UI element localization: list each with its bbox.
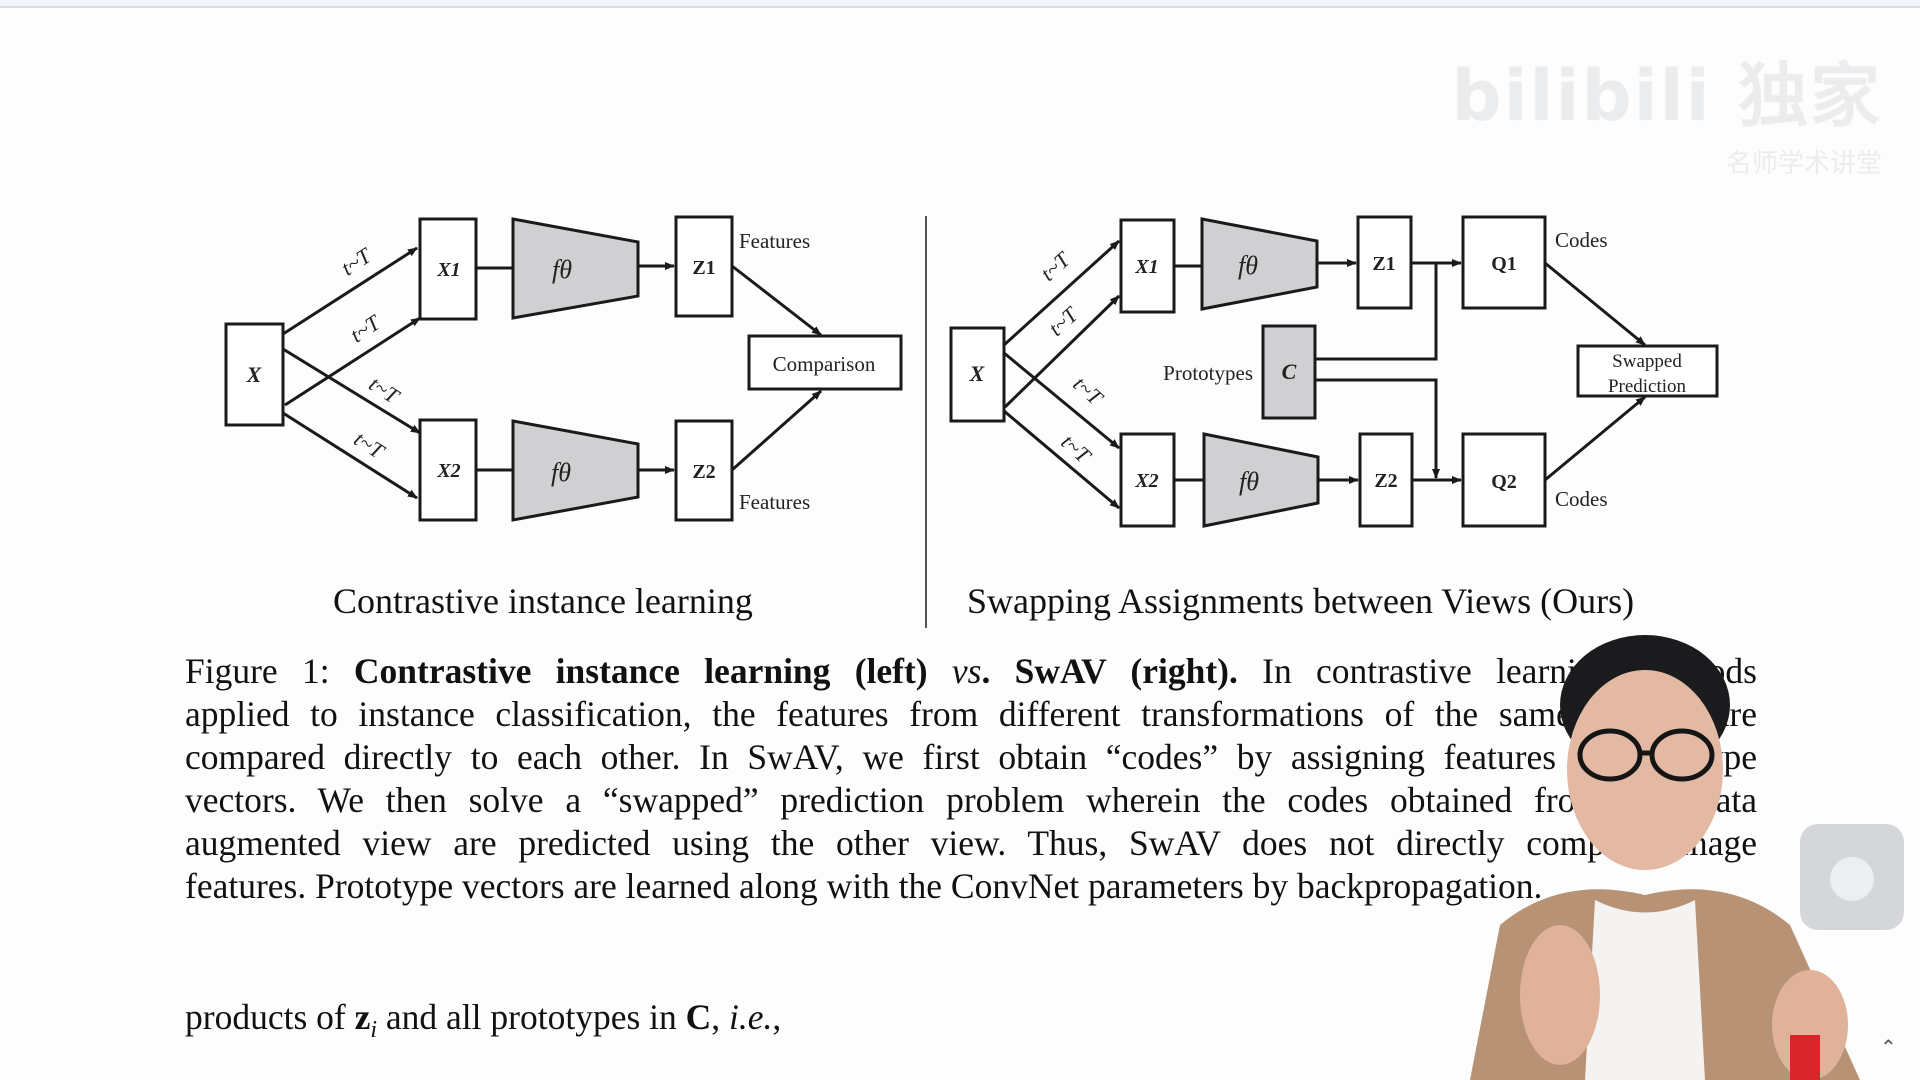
presenter-face — [1567, 670, 1723, 870]
watermark-logo: bilibili 独家 — [1451, 55, 1882, 137]
figure-caption: Figure 1: Contrastive instance learning … — [185, 650, 1757, 908]
right-codes-label-top: Codes — [1555, 228, 1608, 252]
left-input-label: X — [246, 362, 263, 387]
left-comparison-label: Comparison — [773, 352, 876, 376]
left-input-box — [224, 322, 285, 427]
left-encoder2-label: fθ — [551, 458, 571, 487]
right-z1-box — [1356, 215, 1413, 310]
right-arrow-x-to-x1-b — [1003, 294, 1121, 409]
assistive-touch-icon — [1830, 857, 1874, 901]
caption-line-4: vectors. We then solve a “swapped” predi… — [185, 780, 1757, 820]
right-view1-box — [1119, 218, 1176, 314]
left-view2-label: X2 — [436, 460, 460, 482]
floating-assistive-button[interactable] — [1800, 824, 1904, 930]
right-prototypes-c-label: C — [1282, 359, 1297, 384]
right-arrow-x-to-x1-a — [1002, 239, 1121, 347]
right-encoder1-label: fθ — [1238, 251, 1258, 280]
left-comparison-box — [747, 334, 903, 391]
caption-line-6: features. Prototype vectors are learned … — [185, 866, 1543, 906]
right-q1-label: Q1 — [1491, 253, 1517, 275]
left-z1-label: Z1 — [692, 257, 715, 279]
right-transform-label-1: t~T — [1035, 246, 1076, 286]
caption-line-5: augmented view are predicted using the o… — [185, 823, 1757, 863]
right-prototypes-label: Prototypes — [1163, 361, 1253, 385]
left-transform-label-2: t~T — [345, 309, 385, 347]
chevron-up-icon[interactable]: ⌃ — [1880, 1035, 1897, 1059]
body-text-pre: products of — [185, 997, 355, 1037]
caption-line-1: Figure 1: Contrastive instance learning … — [185, 650, 1757, 693]
left-subcaption: Contrastive instance learning — [333, 581, 753, 621]
right-input-label: X — [969, 361, 986, 386]
right-encoder2 — [1202, 432, 1320, 528]
right-encoder2-label: fθ — [1239, 467, 1259, 496]
right-transform-label-4: t~T — [1056, 429, 1097, 469]
body-text-subscript: i — [370, 1017, 378, 1044]
right-q1-box — [1461, 215, 1547, 310]
right-swapped-label-2: Prediction — [1608, 376, 1687, 397]
right-arrow-x-to-x2-a — [1003, 351, 1120, 450]
left-encoder2 — [511, 419, 640, 522]
figure-diagram: X X1 X2 fθ fθ Z1 Z2 Features Features Co… — [224, 215, 1719, 628]
body-text-end: , — [772, 997, 782, 1037]
right-view2-box — [1119, 432, 1176, 528]
glasses-icon — [1577, 728, 1715, 782]
right-transform-label-3: t~T — [1068, 371, 1109, 411]
caption-bold-1: Contrastive instance learning (left) — [353, 651, 952, 691]
presenter-video-overlay — [1430, 625, 1890, 1080]
left-z2-label: Z2 — [692, 461, 715, 483]
right-link-c-to-q2 — [1315, 378, 1440, 479]
body-text-c: C — [685, 997, 712, 1037]
right-prototypes-box — [1261, 324, 1317, 420]
watermark-subtitle: 名师学术讲堂 — [1725, 149, 1882, 179]
right-subcaption: Swapping Assignments between Views (Ours… — [967, 581, 1635, 621]
body-text-mid: and all prototypes in — [377, 997, 686, 1037]
right-encoder1 — [1200, 217, 1319, 311]
presenter-hand-left — [1520, 925, 1600, 1065]
presenter-red-object — [1790, 1035, 1820, 1080]
left-transform-label-1: t~T — [336, 242, 376, 280]
right-q2-label: Q2 — [1491, 471, 1517, 493]
left-encoder1 — [511, 217, 640, 320]
left-arrow-z1-comparison — [731, 264, 822, 337]
caption-prefix: Figure 1: — [185, 651, 354, 691]
left-view2-box — [418, 418, 478, 522]
left-features-label-bottom: Features — [739, 490, 810, 514]
body-text-comma: , — [711, 997, 730, 1037]
right-input-box — [949, 326, 1006, 423]
caption-line-2: applied to instance classification, the … — [185, 694, 1757, 734]
presenter-shirt — [1585, 900, 1705, 1080]
left-view1-label: X1 — [436, 259, 460, 281]
right-swapped-box — [1576, 344, 1719, 398]
body-text-ie: i.e. — [729, 997, 773, 1037]
right-z1-label: Z1 — [1372, 253, 1395, 275]
left-encoder1-label: fθ — [552, 255, 572, 284]
left-arrow-x-to-x2-a — [282, 347, 421, 435]
left-arrow-x-to-x2-b — [282, 411, 418, 500]
presenter-figure — [1470, 635, 1860, 1080]
right-view2-label: X2 — [1134, 470, 1158, 492]
right-arrow-x-to-x2-b — [1003, 409, 1120, 510]
right-swapped-label-1: Swapped — [1612, 351, 1682, 372]
caption-italic: vs — [951, 651, 982, 691]
left-arrow-x-to-x1-a — [282, 246, 418, 336]
body-text-line: products of zi and all prototypes in C, … — [185, 996, 781, 1044]
right-arrow-q2-swapped — [1544, 395, 1646, 482]
left-arrow-z2-comparison — [731, 389, 822, 472]
right-z2-label: Z2 — [1374, 470, 1397, 492]
left-arrow-x-to-x1-b — [284, 316, 421, 407]
caption-line-3: compared directly to each other. In SwAV… — [185, 737, 1757, 777]
right-codes-label-bottom: Codes — [1555, 487, 1608, 511]
right-link-c-to-q1 — [1315, 263, 1438, 361]
right-z2-box — [1358, 432, 1414, 528]
right-arrow-q1-swapped — [1544, 261, 1646, 347]
browser-top-bar — [0, 0, 1920, 8]
right-view1-label: X1 — [1134, 256, 1158, 278]
left-features-label-top: Features — [739, 229, 810, 253]
left-view1-box — [418, 217, 478, 321]
left-z2-box — [674, 419, 734, 522]
body-text-z: z — [354, 997, 371, 1037]
bilibili-watermark: bilibili 独家 名师学术讲堂 — [1451, 40, 1882, 180]
caption-bold-2: . SwAV (right). — [981, 651, 1238, 691]
